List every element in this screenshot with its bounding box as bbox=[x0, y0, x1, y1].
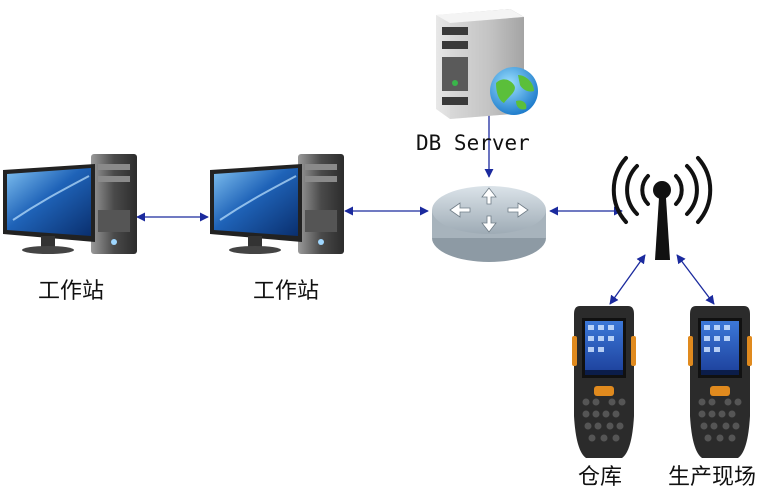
workstation-1-icon bbox=[3, 154, 137, 254]
label-production-site: 生产现场 bbox=[668, 465, 757, 490]
label-workstation-1: 工作站 bbox=[38, 279, 105, 304]
router-icon bbox=[432, 186, 546, 262]
link-antenna-production bbox=[676, 254, 715, 305]
label-db-server: DB Server bbox=[416, 131, 530, 155]
globe-icon bbox=[490, 67, 538, 115]
workstation-2-icon bbox=[210, 154, 344, 254]
wireless-antenna-icon bbox=[611, 156, 713, 260]
label-warehouse: 仓库 bbox=[578, 465, 623, 490]
db-server-icon bbox=[436, 9, 538, 119]
handheld-production-icon bbox=[688, 306, 752, 458]
handheld-warehouse-icon bbox=[572, 306, 636, 458]
label-workstation-2: 工作站 bbox=[253, 279, 320, 304]
link-antenna-warehouse bbox=[609, 254, 646, 305]
